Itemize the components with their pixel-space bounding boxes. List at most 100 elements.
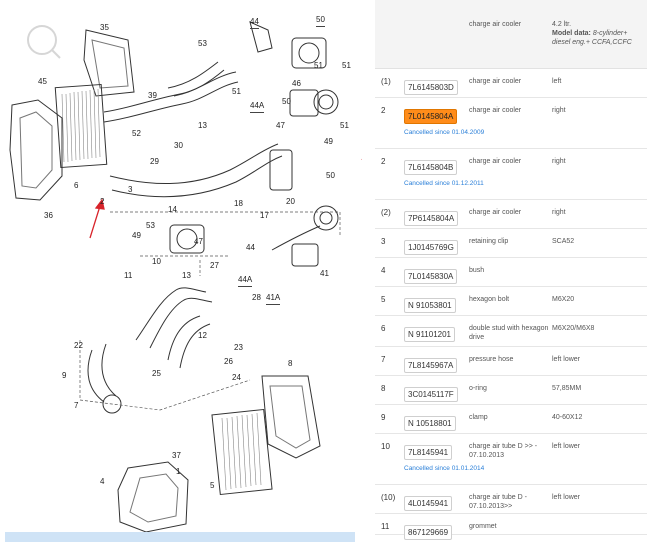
row-position: 4 [381,266,386,275]
callout-label: 6 [74,181,79,190]
row-note: left lower [552,356,581,363]
callout-label: 30 [174,141,183,150]
row-position: 8 [381,384,386,393]
row-note: right [552,209,566,216]
row-position: 11 [381,522,390,531]
callout-label: 39 [148,91,157,100]
part-number-link[interactable]: 4L0145941 [404,496,453,511]
row-note: right [552,158,566,165]
callout-label: 17 [260,211,269,220]
row-description: hexagon bolt [469,296,510,303]
callout-label: 24 [232,373,241,382]
table-row[interactable]: 11 867129669 grommet [375,514,647,540]
part-number-link[interactable]: 867129669 [404,525,453,540]
callout-label: 14 [168,205,177,214]
part-number-link[interactable]: 7L8145941 [404,445,453,460]
part-number-link[interactable]: N 10518801 [404,416,456,431]
row-position: 6 [381,324,386,333]
part-number-link[interactable]: N 91053801 [404,298,456,313]
part-cell: N 91101201 [404,324,455,346]
callout-label: 49 [324,137,333,146]
part-number-link[interactable]: 1J0145769G [404,240,458,255]
callout-label: 18 [234,199,243,208]
row-description: double stud with hexagon drive [469,325,549,341]
callout-label: 45 [38,77,47,86]
callout-label: 53 [146,221,155,230]
callout-label: 41A [266,292,281,305]
part-cell: 7L6145804B Cancelled since 01.12.2011 [404,157,484,188]
callout-label: 26 [224,357,233,366]
callout-label: 53 [198,39,207,48]
table-row[interactable]: 6 N 91101201 double stud with hexagon driv… [375,316,647,347]
callout-label: 8 [288,359,293,368]
callout-label: 44 [246,243,255,252]
part-number-link[interactable]: 3C0145117F [404,387,458,402]
part-number-link[interactable]: 7L6145804B [404,160,458,175]
callout-label: 3 [128,185,133,194]
callout-label: 13 [198,121,207,130]
part-number-link[interactable]: 7L0145830A [404,269,458,284]
part-cell: 7L6145803D [404,77,458,99]
part-number-link[interactable]: 7L0145804A [404,109,458,124]
part-cell: 867129669 [404,522,453,542]
callout-label: 1 [176,467,181,476]
header-model-data-value: 8-cylinder+ diesel eng.+ CCFA,CCFC [552,30,632,46]
row-description: charge air cooler [469,107,522,114]
row-note: right [552,107,566,114]
row-description: charge air tube D >> - 07.10.2013 [469,443,538,459]
row-description: o-ring [469,385,487,392]
row-position: 2 [381,106,386,115]
part-number-link[interactable]: 7P6145804A [404,211,459,226]
callout-label: 41 [320,269,329,278]
part-cell: 7L8145967A [404,355,458,377]
callout-label: 4 [100,477,105,486]
row-note: SCA52 [552,238,575,245]
row-position: 5 [381,295,386,304]
row-description: bush [469,267,485,274]
callout-label: 50 [326,171,335,180]
row-note: M6X20 [552,296,575,303]
part-number-link[interactable]: 7L8145967A [404,358,458,373]
callout-label: 28 [252,293,261,302]
table-row[interactable]: 8 3C0145117F o-ring 57,85MM [375,376,647,405]
row-note: M6X20/M6X8 [552,325,595,332]
table-row[interactable]: 2 7L0145804A Cancelled since 01.04.2009 cha… [375,98,647,149]
part-cell: 1J0145769G [404,237,458,259]
row-note: 57,85MM [552,385,582,392]
row-description: pressure hose [469,356,514,363]
callout-label: 50 [316,14,325,27]
callout-label: 11 [124,271,133,280]
row-position: (2) [381,208,391,217]
callout-label: 52 [132,129,141,138]
part-number-link[interactable]: 7L6145803D [404,80,458,95]
row-position: 10 [381,442,390,451]
callout-label: 51 [342,61,351,70]
part-cell: 3C0145117F [404,384,458,406]
callout-label: 44 [250,16,259,29]
callout-label: 13 [182,271,191,280]
row-description: charge air cooler [469,78,522,85]
table-row[interactable]: 5 N 91053801 hexagon bolt M6X20 [375,287,647,316]
callout-label: 2 [100,197,105,206]
callout-label: 7 [74,401,79,410]
cancelled-note: Cancelled since 01.04.2009 [404,129,485,136]
callout-label: 12 [198,331,207,340]
callout-label: 27 [210,261,219,270]
callout-label: 44A [250,100,265,113]
callout-label: 51 [340,121,349,130]
table-row[interactable]: 4 7L0145830A bush [375,258,647,287]
callout-label: 22 [74,341,83,350]
row-description: grommet [469,523,497,530]
cancelled-note: Cancelled since 01.12.2011 [404,180,484,187]
part-number-link[interactable]: N 91101201 [404,327,455,342]
